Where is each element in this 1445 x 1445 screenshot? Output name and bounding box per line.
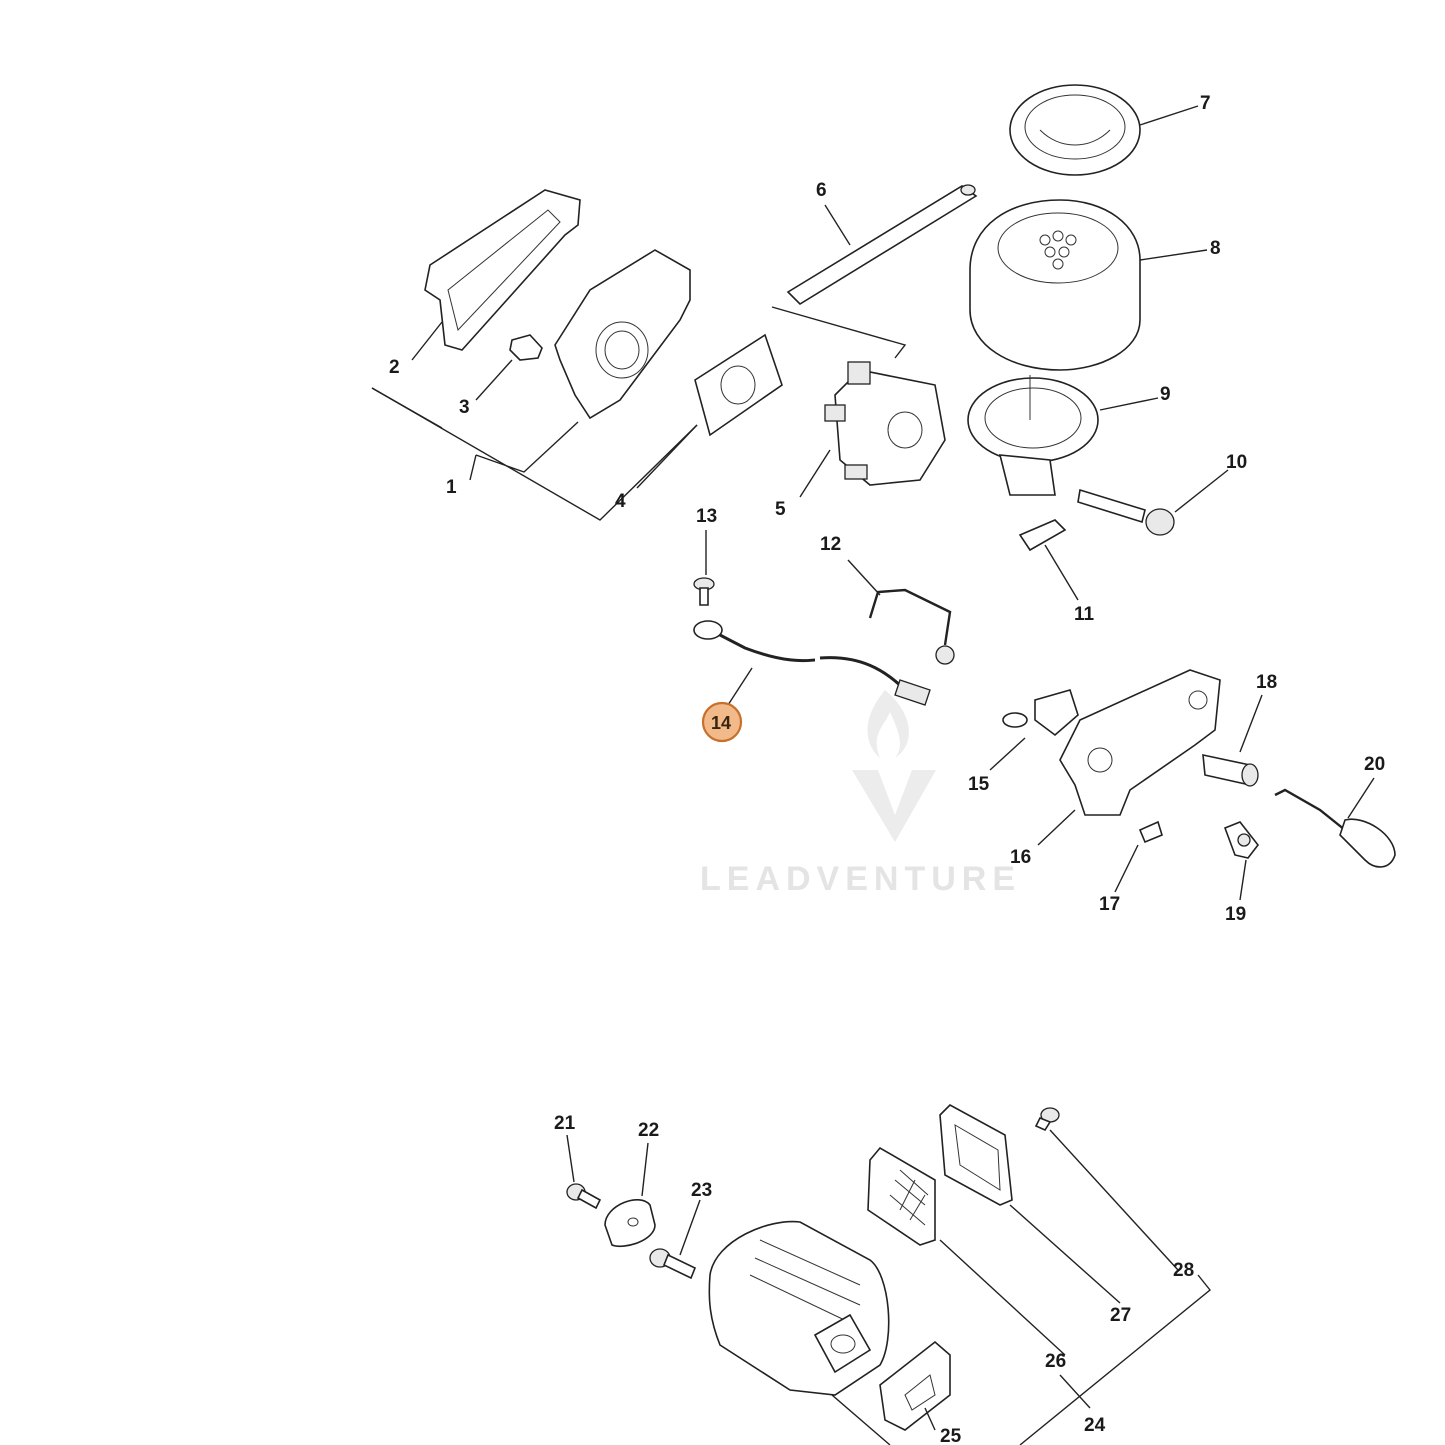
watermark-flame-icon [867,690,909,758]
leader-lines [371,105,1375,1445]
part-24-muffler [708,1220,890,1396]
part-10-bolt [1077,488,1175,536]
label-14[interactable]: 14 [711,713,731,733]
part-18-knob [1202,753,1259,787]
label-7[interactable]: 7 [1200,93,1211,114]
part-20-choke-rod [1274,788,1396,868]
part-28-screw [1034,1107,1060,1132]
part-15-clip [1002,689,1079,737]
label-17[interactable]: 17 [1099,894,1120,915]
part-2-gasket [424,189,581,351]
label-9[interactable]: 9 [1160,384,1171,405]
label-18[interactable]: 18 [1256,672,1277,693]
label-4[interactable]: 4 [615,491,626,512]
label-20[interactable]: 20 [1364,754,1385,775]
watermark-v-icon [852,770,936,842]
part-6-tube [786,184,978,306]
label-16[interactable]: 16 [1010,847,1031,868]
part-7-cover [1009,84,1141,176]
label-23[interactable]: 23 [691,1180,712,1201]
part-1-flange [554,249,691,420]
label-21[interactable]: 21 [554,1113,576,1134]
label-19[interactable]: 19 [1225,904,1246,925]
label-2[interactable]: 2 [389,357,400,378]
part-9-filter-base [967,375,1099,496]
label-12[interactable]: 12 [820,534,841,555]
label-5[interactable]: 5 [775,499,786,520]
part-22-plate [604,1199,656,1247]
part-11-spacer [1018,519,1067,552]
part-21-screw [566,1183,602,1210]
part-13-screw [693,577,715,606]
watermark-text: LEADVENTURE [700,860,1021,898]
part-19-switch [1223,821,1260,859]
label-1[interactable]: 1 [446,477,457,498]
label-3[interactable]: 3 [459,397,470,418]
label-15[interactable]: 15 [968,774,990,795]
part-8-air-filter [969,199,1141,371]
label-13[interactable]: 13 [696,506,717,527]
part-5-carburetor [824,361,946,486]
label-26[interactable]: 26 [1045,1351,1066,1372]
part-12-bracket [868,588,955,665]
watermark: LEADVENTURE [700,690,1021,898]
part-17-pad [1138,820,1163,844]
part-26-screen [867,1146,936,1246]
label-11[interactable]: 11 [1074,604,1095,625]
part-14-cable [693,620,931,706]
label-27[interactable]: 27 [1110,1305,1131,1326]
label-22[interactable]: 22 [638,1120,659,1141]
part-25-gasket [879,1340,951,1431]
label-14-highlight[interactable] [701,701,743,743]
callout-labels: 1 2 3 4 5 6 7 8 9 10 11 12 13 14 15 16 1… [389,93,1385,1445]
part-27-cover-plate [939,1104,1013,1206]
label-28[interactable]: 28 [1173,1260,1194,1281]
label-25[interactable]: 25 [940,1426,962,1445]
label-24[interactable]: 24 [1084,1415,1106,1436]
part-3-fitting [509,334,543,361]
part-23-bolt [649,1248,697,1280]
label-10[interactable]: 10 [1226,452,1247,473]
part-16-housing [1059,669,1221,816]
label-6[interactable]: 6 [816,180,827,201]
part-4-gasket [694,333,783,437]
label-8[interactable]: 8 [1210,238,1221,259]
